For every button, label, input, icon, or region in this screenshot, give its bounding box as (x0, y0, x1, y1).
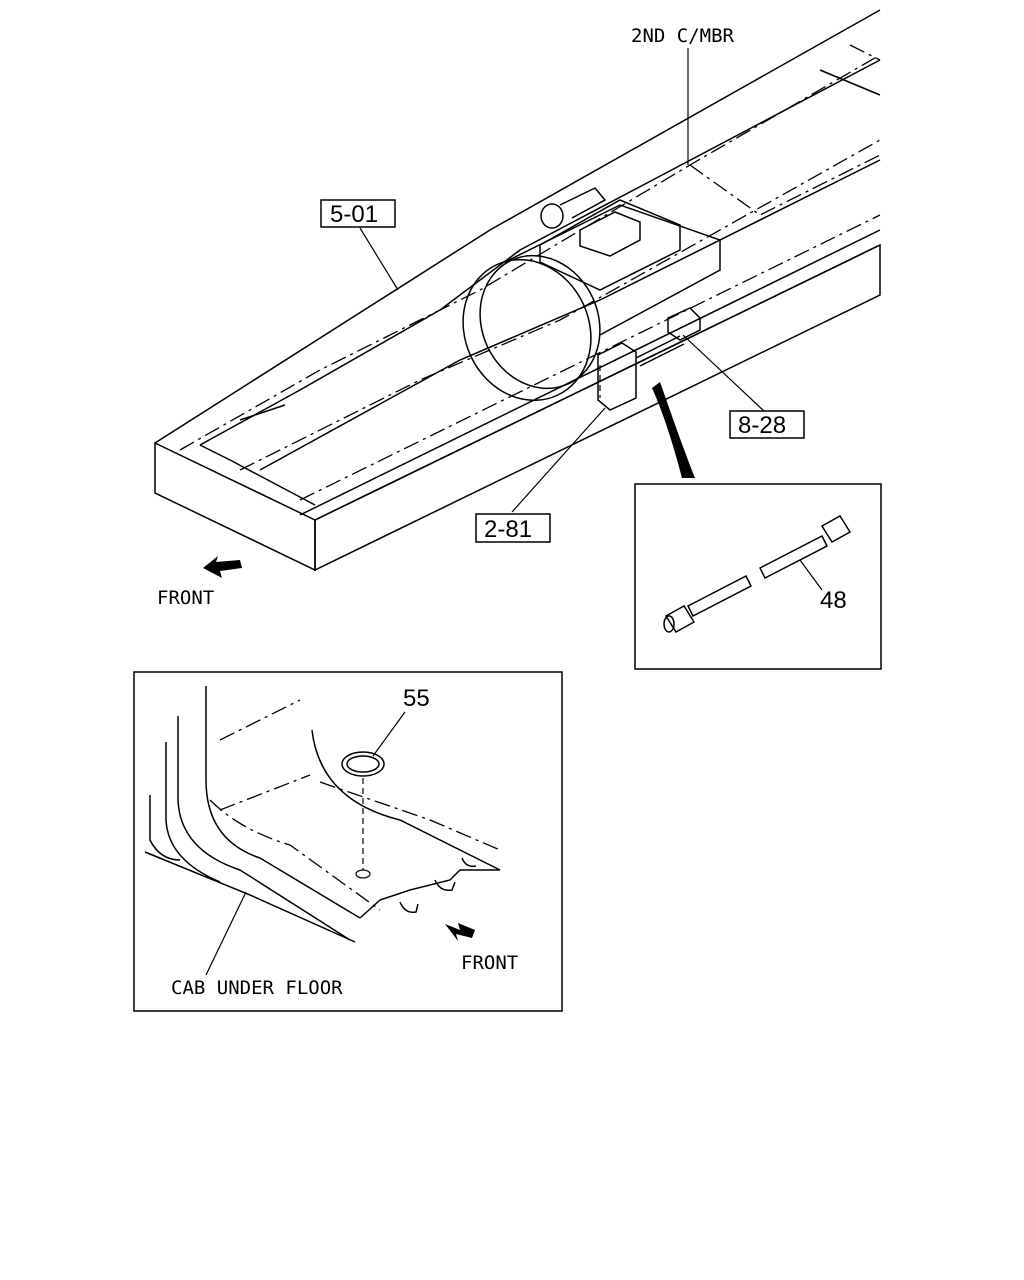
frame-centerline-3 (299, 214, 881, 501)
grommet-55 (341, 751, 385, 777)
detail-box-48 (634, 483, 882, 670)
grommet-55-inner (346, 755, 380, 773)
leader-5-01 (359, 227, 399, 291)
detail-callout-arrow (652, 382, 695, 478)
grommet-hole (355, 869, 371, 879)
floor-pan-edge (359, 869, 500, 919)
cab-panel-curve-2 (177, 716, 351, 941)
floor-pan-curve (311, 729, 501, 871)
part-55-label: 55 (403, 685, 430, 712)
front-cross-piece (199, 444, 316, 506)
hose-segment-upper (758, 534, 829, 580)
floor-tab-1 (434, 879, 456, 892)
chassis-frame (154, 9, 881, 572)
tank-body (504, 204, 721, 336)
floor-line-3 (209, 799, 381, 911)
front-label-bottom: FRONT (461, 952, 518, 974)
hose-connector-8-28 (667, 307, 701, 341)
cab-panel-edge (149, 795, 181, 861)
tank-fitting-pipe (559, 187, 607, 219)
leader-55 (372, 711, 406, 757)
frame-centerline-2 (239, 139, 881, 471)
floor-line-1 (219, 699, 301, 741)
front-label-top: FRONT (157, 587, 214, 609)
floor-tab-2 (399, 901, 419, 914)
cross-member-rear-dash (849, 44, 881, 61)
ref-5-01-text: 5-01 (330, 201, 378, 228)
cross-member-rear (819, 69, 881, 96)
frame-centerline-1 (179, 54, 881, 451)
ref-8-28-box (729, 410, 805, 439)
floor-tab-3 (461, 857, 477, 868)
bracket-and-hose (597, 307, 701, 411)
hose-line (635, 335, 685, 367)
hose-fitting-lower-end (663, 615, 675, 633)
detail-cab-under-floor: 55 CAB UNDER FLOOR FRONT (133, 671, 563, 1012)
floor-line-4 (319, 781, 501, 851)
ref-5-01-box (320, 199, 396, 228)
cab-floor-edge (144, 851, 356, 943)
leader-8-28 (682, 334, 766, 413)
ref-2-81-box (475, 513, 551, 543)
hose-fitting-upper (820, 514, 852, 544)
hose-segment-lower (686, 574, 753, 618)
tank-top-block (539, 199, 681, 291)
part-48-label: 48 (820, 587, 847, 614)
frame-right-rail-inner (259, 159, 881, 471)
frame-right-rail-inner-2 (299, 229, 881, 516)
detail-hose-48: 48 (634, 483, 882, 670)
leader-2-81 (511, 407, 606, 513)
front-arrow-top (203, 556, 242, 578)
frame-slot (239, 404, 286, 421)
ref-2-81-text: 2-81 (484, 516, 532, 543)
frame-left-rail-top (154, 9, 881, 444)
tank-end-cap-inner (479, 254, 601, 390)
floor-line-2 (219, 774, 311, 811)
cab-under-floor-label: CAB UNDER FLOOR (171, 977, 343, 999)
cab-panel-curve-1 (205, 686, 361, 919)
hose-fitting-lower (664, 604, 696, 634)
cab-panel-curve-3 (165, 742, 221, 883)
leader-cab-under-floor (205, 891, 247, 976)
tank-end-cap (462, 258, 592, 402)
tank-valve (579, 211, 641, 257)
tank-assembly (462, 187, 721, 402)
front-arrow-bottom (445, 923, 475, 941)
ref-8-28-text: 8-28 (738, 412, 786, 439)
cross-member-label: 2ND C/MBR (631, 25, 735, 47)
tank-fitting-left (540, 203, 564, 229)
bracket-2-81 (597, 342, 637, 411)
leader-48 (799, 559, 823, 591)
cross-member-outline (689, 154, 881, 216)
